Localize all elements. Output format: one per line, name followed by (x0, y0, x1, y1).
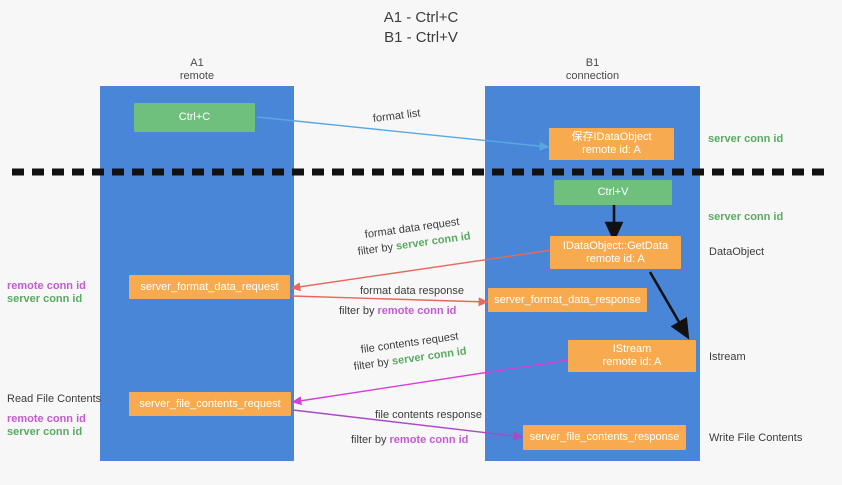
node-idataobject-getdata-line1: IDataObject::GetData (562, 239, 669, 252)
filter-prefix-4: filter by (351, 434, 387, 446)
label-left-server-conn-id-1: server conn id (7, 293, 83, 305)
node-istream-line2: remote id: A (602, 356, 662, 368)
page-title: A1 - Ctrl+C B1 - Ctrl+V (0, 8, 842, 48)
node-server-file-contents-response[interactable]: server_file_contents_response (523, 425, 686, 450)
label-left-remote-conn-id-1: remote conn id (7, 280, 86, 292)
label-filter-by-remote-conn-id-1: filter by remote conn id (339, 304, 456, 319)
label-left-read-file-contents: Read File Contents (7, 393, 102, 405)
label-right-write-file-contents: Write File Contents (709, 432, 803, 444)
filter-prefix-3: filter by (353, 356, 390, 374)
label-left-server-conn-id-2: server conn id (7, 426, 83, 438)
title-line-2: B1 - Ctrl+V (384, 29, 458, 46)
lane-a1-subtitle: remote (179, 70, 215, 82)
filter-prefix-1: filter by (357, 241, 394, 259)
node-ctrl-c-label: Ctrl+C (178, 111, 211, 123)
node-server-file-contents-request-label: server_file_contents_request (139, 397, 281, 410)
lane-header-a1: A1 remote (100, 57, 294, 83)
node-save-idataobject-line2: remote id: A (582, 144, 641, 156)
node-ctrl-v-label: Ctrl+V (597, 186, 629, 198)
label-right-server-conn-id-2: server conn id (708, 211, 784, 223)
filter-prefix-2: filter by (339, 305, 375, 317)
node-ctrl-c[interactable]: Ctrl+C (134, 103, 255, 132)
lane-b1-title: B1 (585, 57, 600, 69)
label-right-server-conn-id-1: server conn id (708, 133, 784, 145)
label-right-dataobject: DataObject (709, 246, 765, 258)
filter-value-remote-conn-id-2: remote conn id (389, 434, 469, 446)
node-save-idataobject[interactable]: 保存IDataObject remote id: A (549, 128, 674, 160)
lane-a1-title: A1 (190, 57, 204, 69)
node-server-format-data-response[interactable]: server_format_data_response (488, 288, 647, 312)
title-line-1: A1 - Ctrl+C (383, 9, 459, 26)
label-filter-by-remote-conn-id-2: filter by remote conn id (351, 433, 468, 448)
node-server-format-data-request[interactable]: server_format_data_request (129, 275, 290, 299)
node-server-format-data-request-label: server_format_data_request (140, 280, 279, 293)
node-idataobject-getdata[interactable]: IDataObject::GetData remote id: A (550, 236, 681, 269)
lane-b1-subtitle: connection (565, 70, 620, 82)
label-format-list: format list (372, 107, 422, 126)
node-server-file-contents-response-label: server_file_contents_response (529, 431, 680, 443)
node-server-file-contents-request[interactable]: server_file_contents_request (129, 392, 291, 416)
filter-value-remote-conn-id-1: remote conn id (377, 305, 457, 317)
node-save-idataobject-line1: 保存IDataObject (571, 131, 652, 143)
node-idataobject-getdata-line2: remote id: A (586, 252, 645, 265)
lane-header-b1: B1 connection (485, 57, 700, 83)
label-format-data-response: format data response (360, 285, 464, 297)
node-istream[interactable]: IStream remote id: A (568, 340, 696, 372)
label-file-contents-response: file contents response (375, 409, 483, 421)
label-left-remote-conn-id-2: remote conn id (7, 413, 86, 425)
node-ctrl-v[interactable]: Ctrl+V (554, 180, 672, 205)
label-right-istream: Istream (709, 351, 746, 363)
node-server-format-data-response-label: server_format_data_response (494, 293, 641, 306)
node-istream-line1: IStream (612, 343, 652, 355)
